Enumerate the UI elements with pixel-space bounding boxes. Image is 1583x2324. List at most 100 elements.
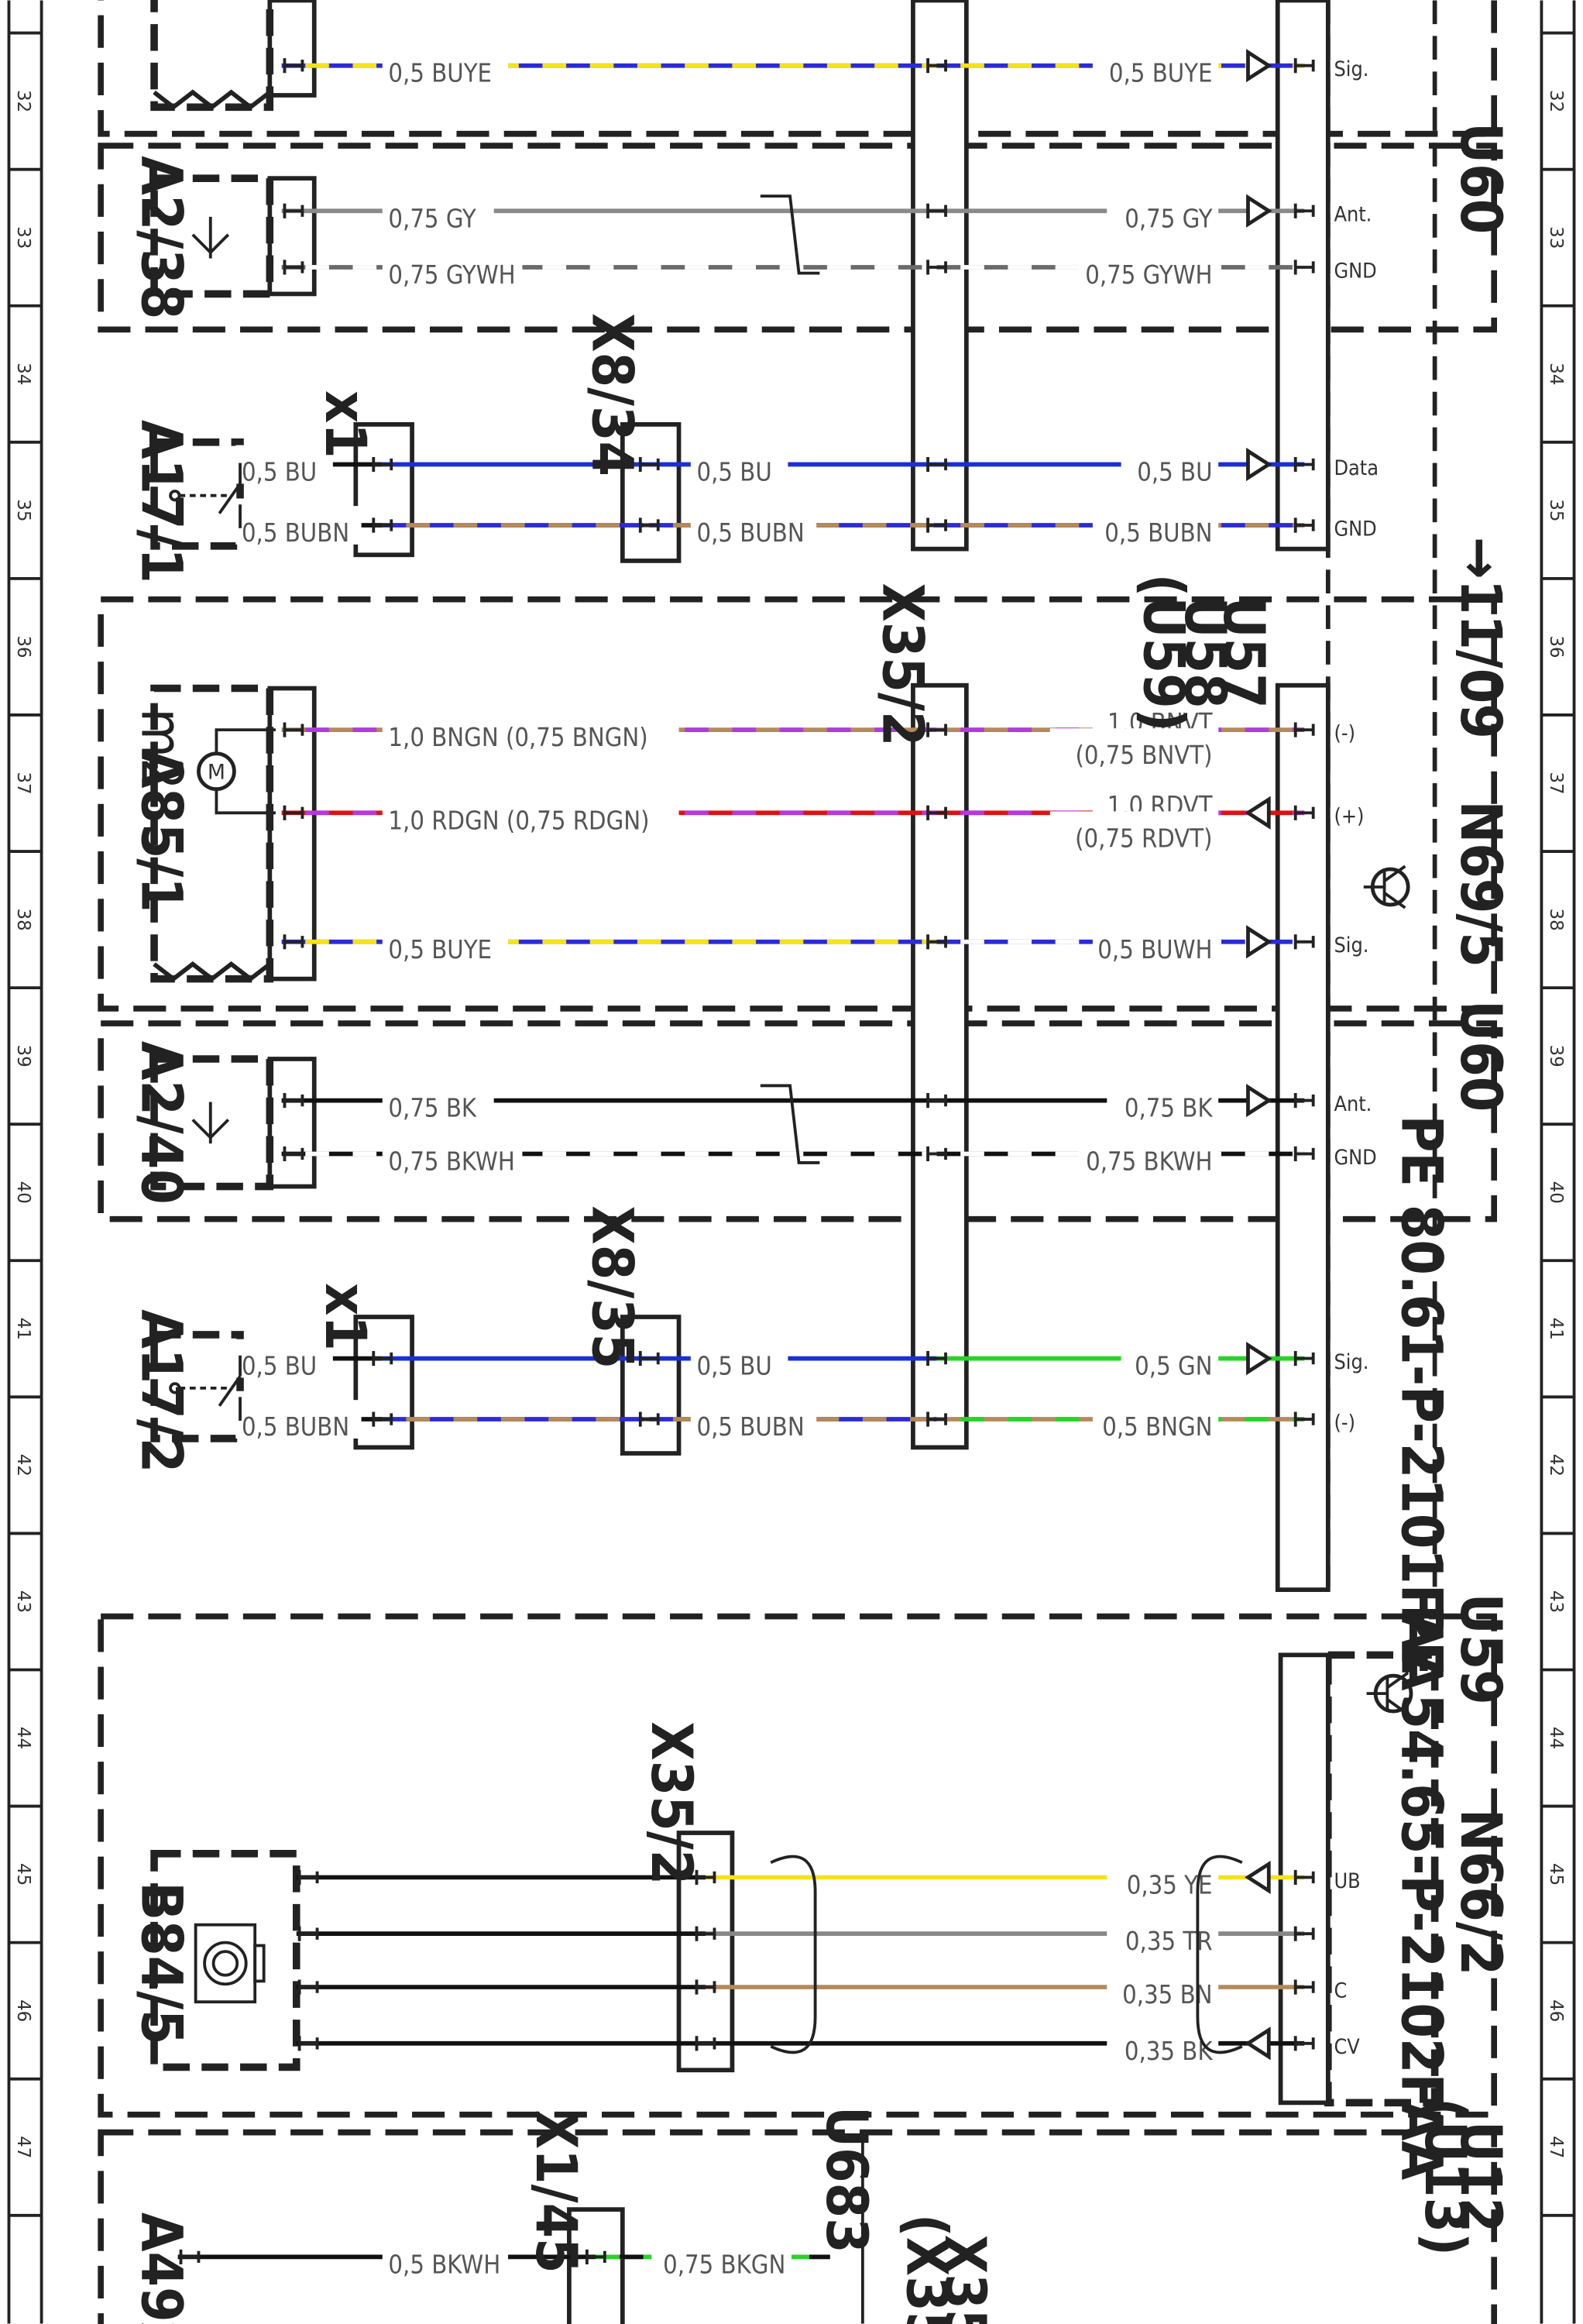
connector-x1-bar — [353, 421, 414, 558]
grid-number: 45 — [13, 1863, 33, 1886]
wire-arrow — [1246, 194, 1272, 228]
module-boundary — [1324, 1651, 1439, 2107]
module-label-u12: U12 — [1447, 2121, 1513, 2233]
grid-number: 44 — [1546, 1727, 1566, 1749]
pin-marker — [1293, 1146, 1315, 1162]
wire-label: 0,75 BK — [1125, 1094, 1213, 1123]
connector-label-x35-2: X35/2 — [870, 583, 936, 746]
module-label-u58: U58 — [1172, 597, 1238, 709]
signal-label: Ant. — [1334, 1092, 1372, 1116]
module-connector-bar — [1275, 0, 1331, 552]
grid-number: 35 — [13, 499, 33, 521]
component-box — [150, 1331, 244, 1442]
wire-label: 0,5 BNGN — [1102, 1412, 1212, 1442]
switch-icon — [169, 1355, 242, 1421]
pin-marker — [695, 1926, 716, 1941]
pin-marker — [283, 934, 304, 950]
antenna-icon — [191, 216, 230, 259]
pin-marker — [372, 517, 393, 533]
pin-marker — [1293, 1926, 1315, 1941]
connector-x8-bar — [620, 1315, 682, 1456]
wire-label: 0,5 BU — [1137, 458, 1212, 487]
pin-marker — [372, 1351, 393, 1367]
wire-arrow — [1246, 1341, 1272, 1376]
component-label-a85-1: A85/1 — [129, 749, 194, 913]
boundary-box — [98, 0, 1497, 137]
grid-number: 42 — [13, 1454, 33, 1477]
signal-label: (-) — [1334, 1411, 1355, 1435]
module-label-u60: U60 — [1447, 122, 1513, 234]
camera-icon — [194, 1923, 266, 2004]
pin-marker — [926, 1146, 947, 1162]
wire-label: 0,75 BKGN — [663, 2250, 785, 2279]
grid-number: 46 — [13, 1999, 33, 2022]
module-connector-bar — [1275, 682, 1331, 1593]
grid-number: 37 — [1546, 772, 1566, 794]
pin-marker — [638, 1351, 660, 1367]
wire-w9: 0,75 BK 0,75 BK Ant. — [281, 1081, 1372, 1123]
grid-number: 45 — [1546, 1863, 1566, 1886]
connector-label-x8-34: X8/34 — [579, 313, 645, 476]
svg-text:M: M — [208, 760, 225, 784]
wire-label: (0,75 RDVT) — [1075, 823, 1212, 853]
pin-marker — [926, 58, 947, 74]
doc-reference-pe-2[interactable]: PE 54.65-P-2102FAA — [1389, 1604, 1454, 2180]
pin-marker — [372, 456, 393, 473]
pin-marker — [695, 2036, 716, 2051]
component-box — [150, 1850, 300, 2071]
wire-label: 0,5 BUYE — [388, 935, 492, 964]
pin-marker — [926, 722, 947, 737]
pin-marker — [179, 2249, 201, 2264]
motor-icon: M — [197, 728, 276, 815]
pin-marker — [1293, 805, 1315, 820]
pin-marker — [1293, 203, 1315, 218]
pin-marker — [1293, 1979, 1315, 1995]
wire-label: 0,5 BUBN — [697, 518, 805, 548]
transistor-icon — [1366, 1671, 1413, 1716]
wire-w7: 1,0 RDGN (0,75 RDGN)1,0 RDVT(0,75 RDVT)(… — [281, 779, 1364, 853]
grid-number: 46 — [1546, 1999, 1566, 2022]
grid-number: 47 — [13, 2136, 33, 2158]
doc-reference-pe-1[interactable]: PE 80.61-P-2101FAA — [1389, 1115, 1454, 1690]
module-label-u13: (U13) — [1412, 2098, 1478, 2256]
pin-marker — [926, 260, 947, 275]
wire-label: 0,5 BU — [697, 1352, 772, 1381]
grid-number: 37 — [13, 772, 33, 794]
grid-number: 36 — [13, 635, 33, 658]
pin-marker — [926, 517, 947, 533]
pin-marker — [283, 1093, 304, 1109]
pin-marker — [926, 1411, 947, 1427]
pin-marker — [1293, 1411, 1315, 1427]
pin-marker — [926, 934, 947, 950]
pin-marker — [1293, 456, 1315, 473]
component-label-a2-40: A2/40 — [129, 1041, 194, 1205]
grid-number: 47 — [1546, 2136, 1566, 2158]
wire-label: 0,75 BKWH — [1086, 1147, 1212, 1177]
pin-marker — [372, 1411, 393, 1427]
pin-marker — [283, 260, 304, 275]
wire-label: 0,75 BK — [388, 1094, 476, 1123]
pin-marker — [695, 1869, 716, 1886]
wire-label: 0,5 GN — [1135, 1352, 1212, 1381]
grid-number: 39 — [13, 1045, 33, 1067]
wire-label: 0,5 BU — [242, 1352, 317, 1381]
wire-arrow — [1246, 447, 1272, 482]
module-label-n66-2: N66/2 — [1447, 1809, 1513, 1975]
grid-number: 40 — [13, 1181, 33, 1204]
signal-label: (-) — [1334, 722, 1355, 746]
wire-label: 1,0 RDGN (0,75 RDGN) — [388, 806, 649, 835]
signal-label: Ant. — [1334, 203, 1372, 227]
pin-marker — [695, 1979, 716, 1995]
grid-number: 33 — [1546, 226, 1566, 249]
pin-marker — [638, 1411, 660, 1427]
boundary-box — [98, 2129, 1497, 2324]
connector-x35-bar — [676, 1831, 735, 2073]
wire-w14: 0,35 TR — [296, 1914, 1315, 1956]
module-label-u59: (U59) — [1130, 574, 1196, 732]
